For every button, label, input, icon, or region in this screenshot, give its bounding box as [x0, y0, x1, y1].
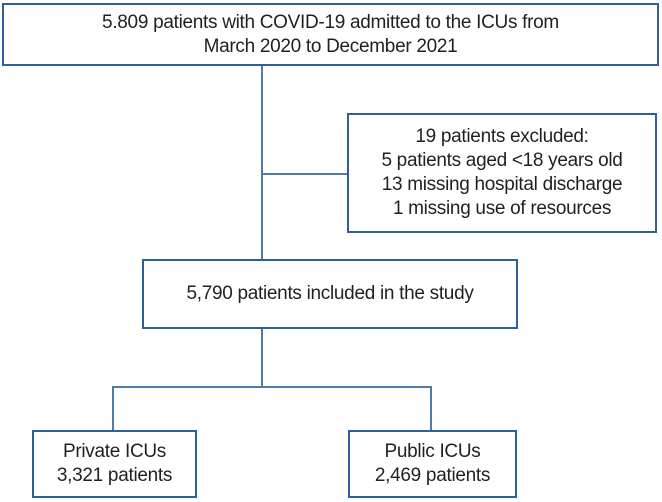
- connector-included-to-split: [261, 329, 263, 388]
- connector-split-rail: [112, 386, 432, 388]
- connector-drop-public: [430, 386, 432, 430]
- connector-admitted-to-included: [261, 66, 263, 259]
- connector-drop-private: [112, 386, 114, 430]
- node-public-icus: Public ICUs 2,469 patients: [348, 430, 517, 498]
- connector-branch-to-excluded: [262, 173, 347, 175]
- node-excluded-patients: 19 patients excluded: 5 patients aged <1…: [347, 113, 657, 233]
- node-admitted-patients: 5.809 patients with COVID-19 admitted to…: [2, 3, 659, 66]
- node-private-icus: Private ICUs 3,321 patients: [32, 430, 197, 498]
- node-included-patients: 5,790 patients included in the study: [142, 259, 518, 329]
